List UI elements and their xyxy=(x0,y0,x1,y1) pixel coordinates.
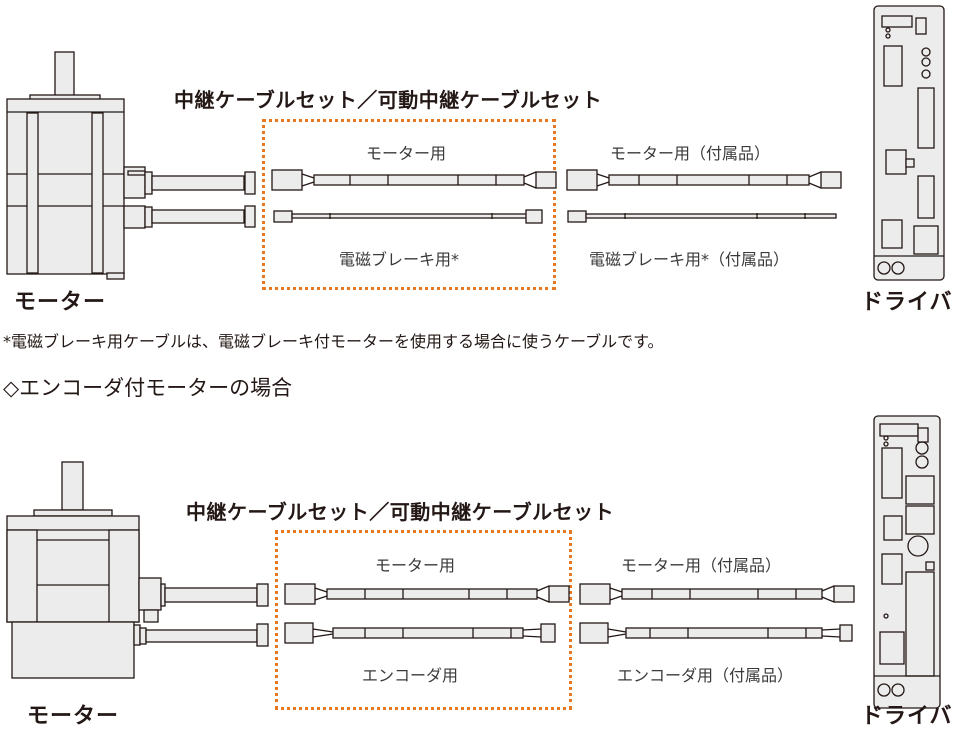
accessory-brake-cable xyxy=(567,210,837,223)
accessory-motor-cable xyxy=(579,583,855,605)
relay-encoder-cable-label: エンコーダ用 xyxy=(362,666,459,685)
motor-illustration xyxy=(6,461,269,679)
relay-brake-cable xyxy=(273,209,543,224)
relay-encoder-cable xyxy=(284,622,556,644)
motor-label: モーター xyxy=(14,290,107,315)
relay-motor-cable xyxy=(284,583,570,605)
relay-cable-set-box xyxy=(262,119,556,290)
accessory-encoder-cable-label: エンコーダ用（付属品） xyxy=(617,666,794,685)
accessory-brake-cable-label: 電磁ブレーキ用*（付属品） xyxy=(589,250,790,269)
relay-motor-cable xyxy=(271,169,557,191)
motor-label: モーター xyxy=(27,704,120,729)
section-heading-encoder-motor: ◇エンコーダ付モーターの場合 xyxy=(3,376,293,400)
accessory-encoder-cable xyxy=(579,622,853,644)
accessory-motor-cable-label: モーター用（付属品） xyxy=(610,144,771,163)
accessory-motor-cable xyxy=(566,169,842,191)
driver-label: ドライバ xyxy=(861,290,953,315)
relay-cable-set-box xyxy=(275,530,572,710)
accessory-motor-cable-label: モーター用（付属品） xyxy=(621,556,782,575)
relay-motor-cable-label: モーター用 xyxy=(366,144,447,163)
cable-set-title: 中継ケーブルセット／可動中継ケーブルセット xyxy=(186,500,615,524)
driver-label: ドライバ xyxy=(861,704,953,729)
relay-brake-cable-label: 電磁ブレーキ用* xyxy=(339,250,460,269)
relay-motor-cable-label: モーター用 xyxy=(375,556,456,575)
cable-set-title: 中継ケーブルセット／可動中継ケーブルセット xyxy=(174,88,603,112)
footnote: *電磁ブレーキ用ケーブルは、電磁ブレーキ付モーターを使用する場合に使うケーブルで… xyxy=(3,332,664,351)
driver-illustration xyxy=(873,5,945,281)
driver-illustration xyxy=(873,415,941,709)
motor-illustration xyxy=(6,51,256,280)
